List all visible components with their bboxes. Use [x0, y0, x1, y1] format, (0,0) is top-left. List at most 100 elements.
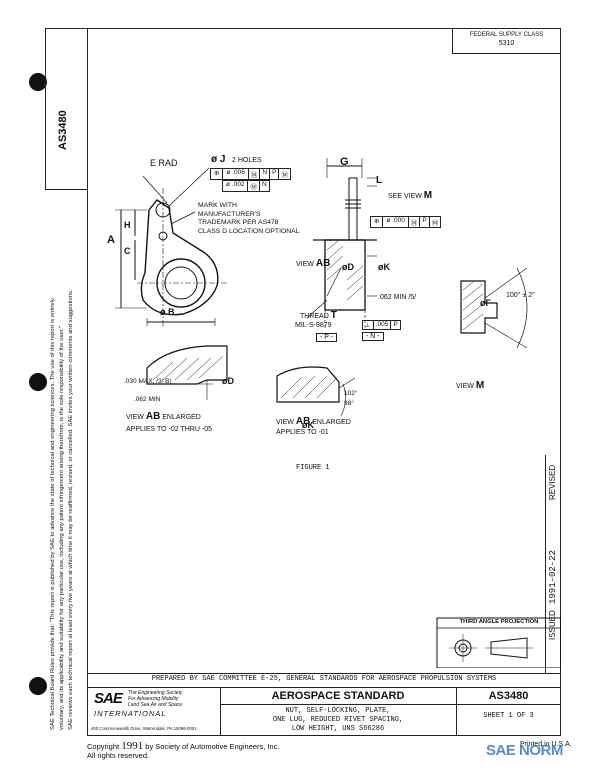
fcf3-cell: Ⓜ — [431, 220, 439, 227]
third-angle-box — [436, 617, 561, 668]
copyright-text-b: by Society of Automotive Engineers, Inc. — [145, 742, 280, 751]
sheet-number: SHEET 1 OF 3 — [483, 712, 534, 720]
fcf4-cell: ⊥ — [363, 321, 374, 329]
dim-k2: øK — [302, 420, 314, 430]
fcf1-cell: N — [260, 169, 271, 179]
federal-supply-class-box — [452, 28, 561, 54]
dim-c: C — [124, 246, 131, 256]
angle-98: 98° — [344, 400, 354, 407]
fcf4-cell: P — [393, 321, 398, 328]
desc-line-1: NUT, SELF-LOCKING, PLATE, — [285, 707, 391, 715]
technical-drawing — [115, 158, 561, 668]
sae-tagline-2: For Advancing Mobility — [128, 696, 179, 702]
view-ab-enlarged-2: VIEW AB ENLARGED — [276, 416, 351, 427]
rights-reserved: All rights reserved. — [87, 751, 150, 760]
see-view-m-label: SEE VIEW M — [388, 190, 432, 201]
printed-in: Printed in U.S.A. — [520, 741, 572, 748]
thread-label: THREAD T — [300, 310, 337, 321]
datum-p: - P - — [316, 333, 338, 342]
thread-letter: T — [330, 310, 337, 321]
view-ab-text: VIEW — [296, 261, 314, 268]
fcf3-cell: ⊕ — [371, 217, 384, 227]
dim-d: øD — [342, 262, 354, 272]
sae-address: 400 Commonwealth Drive, Warrendale, PA 1… — [91, 726, 197, 731]
lug-outline — [140, 199, 219, 316]
view-enl1-a: VIEW — [126, 414, 144, 421]
thread-text: THREAD — [300, 313, 329, 320]
angle-100: 100° ± 2° — [506, 292, 535, 299]
fcf1-cell: ⊕ — [211, 169, 224, 179]
datum-n: - N - — [362, 332, 384, 341]
sae-tagline-1: The Engineering Society — [128, 690, 183, 696]
view-enl2-b: AB — [295, 416, 311, 427]
title-doc-number: AS3480 — [488, 690, 529, 702]
applies-to-2: APPLIES TO -01 — [276, 429, 329, 436]
view-ab-letters: AB — [315, 258, 331, 269]
fcf3-cell: ø .000 — [383, 217, 409, 227]
title-divider-h — [87, 687, 561, 688]
notice-line-1: SAE Technical Board Rules provide that: … — [50, 298, 56, 730]
fcf1-cell: Ⓜ — [249, 169, 261, 179]
view-m-text: VIEW — [456, 383, 474, 390]
fcf3-cell: P — [420, 217, 430, 227]
fcf4-cell: .005 — [374, 321, 392, 329]
enlarged-view-1 — [146, 345, 228, 385]
thread-spec: MIL-S-8879 — [295, 322, 332, 329]
federal-supply-class-value: 5310 — [498, 40, 515, 47]
view-enl2-c: ENLARGED — [312, 419, 351, 426]
punch-hole-middle — [29, 373, 47, 391]
title-divider-v1 — [220, 687, 221, 736]
dim-a: A — [107, 234, 115, 246]
see-view-m-text: SEE VIEW — [388, 193, 422, 200]
e-rad-label: E RAD — [150, 158, 178, 168]
angle-102: 102° — [344, 390, 358, 397]
copyright-text-a: Copyright — [87, 742, 120, 751]
dim-030: .030 MAX, /3/ B) — [124, 378, 172, 385]
fcf2-cell: N — [261, 181, 267, 188]
dim-f: øF — [480, 298, 491, 308]
fcf3-cell: Ⓜ — [409, 217, 421, 227]
view-enl1-c: ENLARGED — [162, 414, 201, 421]
doc-number-vertical: AS3480 — [57, 110, 69, 150]
see-view-m-letter: M — [423, 190, 433, 201]
dim-b: ø B — [160, 307, 175, 317]
j-holes-symbol: ø J — [211, 154, 226, 165]
copyright-line: Copyright 1991 by Society of Automotive … — [87, 740, 280, 752]
desc-line-3: LOW HEIGHT, UNS S66286 — [291, 725, 385, 733]
applies-to-1: APPLIES TO -02 THRU -05 — [126, 426, 212, 433]
notice-line-3: SAE reviews each technical report at lea… — [68, 289, 74, 730]
view-ab-label: VIEW AB — [296, 258, 330, 269]
dim-062-min: .062 MIN /5/ — [378, 294, 417, 301]
dim-h: H — [124, 220, 131, 230]
standard-title: AEROSPACE STANDARD — [271, 690, 405, 702]
sae-tagline-3: Land Sea Air and Space — [128, 702, 183, 708]
fcf-position-2: ø .002 Ⓜ N — [222, 180, 270, 192]
sae-logo: SAE — [94, 690, 123, 707]
title-divider-v2 — [456, 687, 457, 736]
fcf2-cell: Ⓜ — [248, 181, 260, 191]
view-m-section — [460, 280, 498, 334]
figure-label: FIGURE 1 — [296, 464, 330, 472]
fcf-perpendicular: ⊥ .005 P — [362, 320, 401, 330]
fcf-position-3: ⊕ ø .000 Ⓜ P Ⓜ — [370, 216, 442, 228]
copyright-year: 1991 — [121, 740, 144, 752]
fcf1-cell: P — [270, 169, 280, 179]
dim-d2: øD — [222, 376, 234, 386]
dim-g: G — [340, 156, 349, 168]
view-enl2-a: VIEW — [276, 419, 294, 426]
federal-supply-class-label: FEDERAL SUPPLY CLASS — [469, 32, 544, 38]
dim-062: .062 MIN — [134, 396, 161, 403]
sae-international: INTERNATIONAL — [94, 709, 167, 718]
third-angle-label: THIRD ANGLE PROJECTION — [459, 619, 539, 625]
view-enl1-b: AB — [145, 411, 161, 422]
dim-k: øK — [378, 262, 390, 272]
view-ab-enlarged-1: VIEW AB ENLARGED — [126, 411, 201, 422]
side-view-body — [324, 239, 366, 311]
fcf2-cell: ø .002 — [223, 181, 249, 191]
punch-hole-bottom — [29, 677, 47, 695]
dim-l: L — [376, 175, 383, 186]
issued-column-divider — [545, 455, 546, 673]
fcf1-cell: Ⓜ — [281, 172, 288, 179]
view-m-letter: M — [475, 380, 485, 391]
sae-norm-watermark: SAE NORM — [486, 742, 563, 759]
